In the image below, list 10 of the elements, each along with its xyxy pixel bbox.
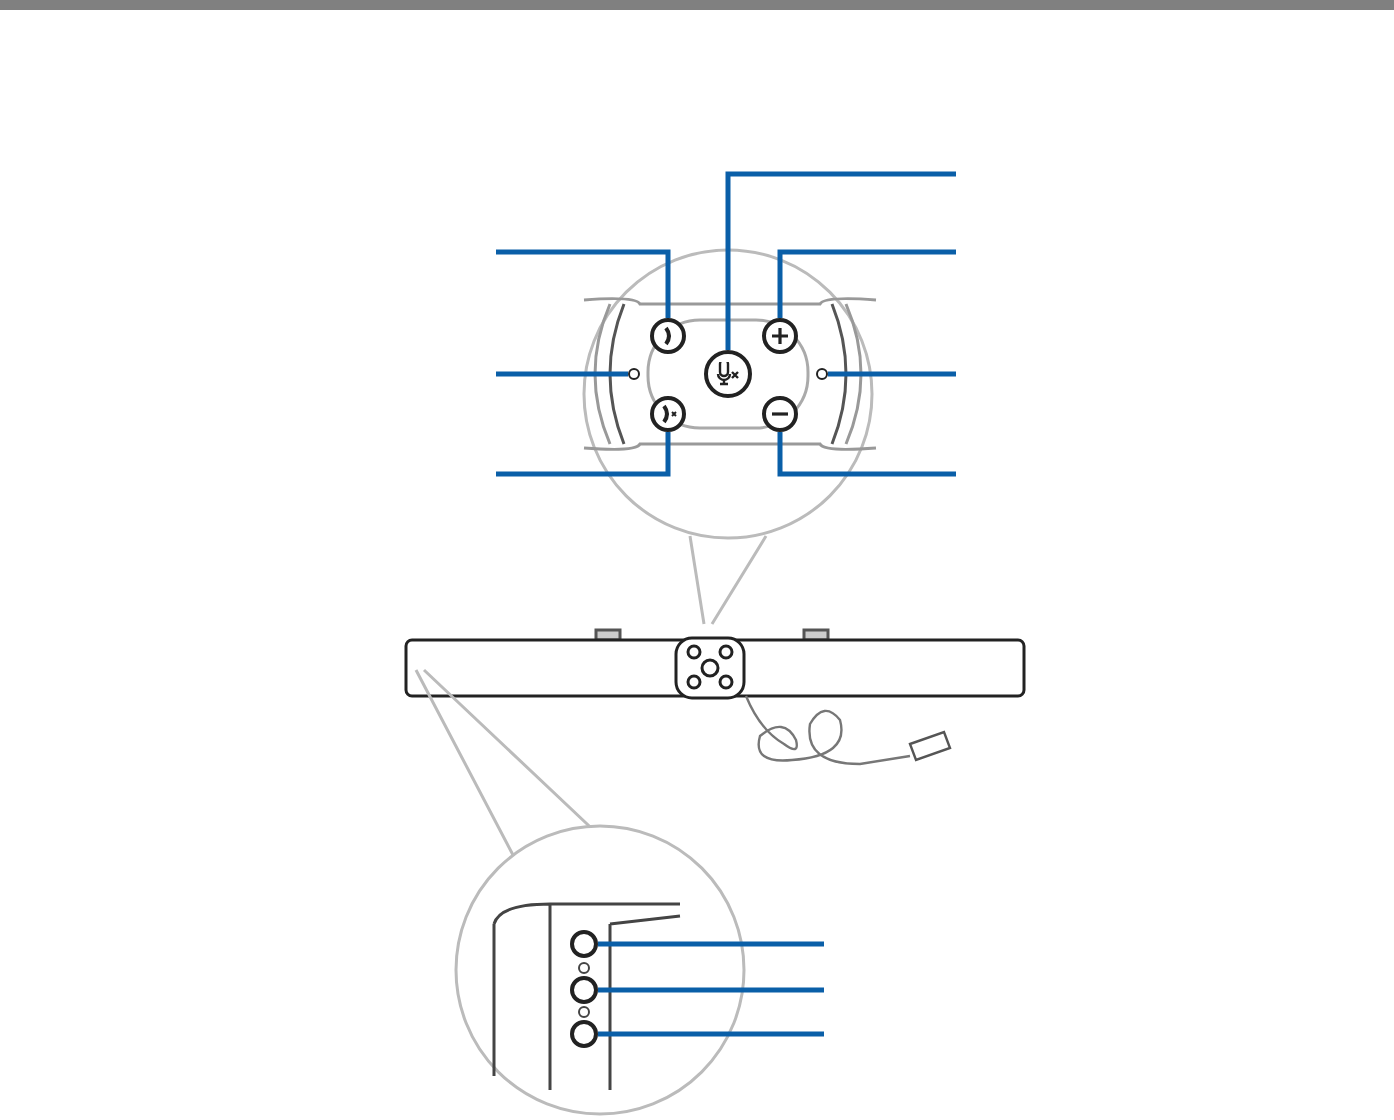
- leader-line: [496, 249, 671, 318]
- leader-line: [725, 171, 956, 350]
- leader-line: [598, 941, 824, 947]
- leader-line: [777, 249, 956, 318]
- leader-line: [496, 432, 671, 477]
- leader-line: [828, 371, 956, 377]
- leader-line: [777, 432, 956, 477]
- leader-line: [598, 1031, 824, 1037]
- leader-line: [598, 987, 824, 993]
- leader-line: [496, 371, 628, 377]
